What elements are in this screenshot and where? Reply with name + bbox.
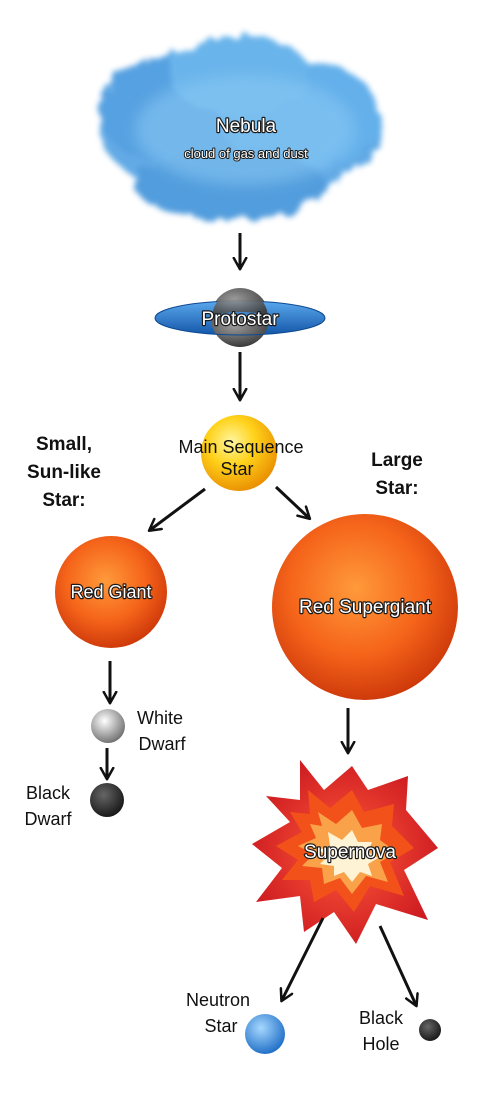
black-dwarf-label-line2: Dwarf — [24, 809, 72, 829]
black-hole-label-line1: Black — [359, 1008, 404, 1028]
large-star-branch-label-line2: Star: — [375, 478, 418, 499]
black-dwarf-label-line1: Black — [26, 783, 71, 803]
black-dwarf — [90, 783, 124, 817]
arrow-supernova-to-neutron-star — [279, 917, 325, 1003]
white-dwarf — [91, 709, 125, 743]
supernova-burst — [252, 760, 438, 944]
nebula-cloud — [100, 35, 380, 220]
neutron-star — [245, 1014, 285, 1054]
arrow-main-to-red-giant — [147, 487, 206, 532]
red-supergiant-label: Red Supergiant — [299, 597, 432, 618]
large-star-branch-label-line1: Large — [371, 450, 423, 471]
supernova-label: Supernova — [304, 842, 396, 863]
main-sequence-label-line2: Star — [220, 459, 253, 479]
small-star-branch-label-line1: Small, — [36, 434, 92, 455]
main-sequence-label-line1: Main Sequence — [178, 437, 303, 457]
main-sequence-star — [201, 415, 277, 491]
arrow-main-to-red-supergiant — [274, 485, 312, 521]
red-giant — [55, 536, 167, 648]
protostar — [154, 288, 326, 347]
neutron-star-label-line2: Star — [204, 1016, 237, 1036]
nebula-title: Nebula — [216, 116, 277, 137]
black-hole-label-line2: Hole — [362, 1034, 399, 1054]
protostar-label: Protostar — [201, 309, 279, 330]
arrow-supernova-to-black-hole — [378, 925, 419, 1008]
small-star-branch-label-line2: Sun-like — [27, 462, 101, 483]
black-hole — [419, 1019, 441, 1041]
nebula-subtitle: cloud of gas and dust — [184, 146, 308, 161]
white-dwarf-label-line1: White — [137, 708, 183, 728]
neutron-star-label-line1: Neutron — [186, 990, 250, 1010]
white-dwarf-label-line2: Dwarf — [138, 734, 186, 754]
small-star-branch-label-line3: Star: — [42, 490, 85, 511]
red-giant-label: Red Giant — [70, 582, 151, 602]
red-supergiant — [272, 514, 458, 700]
